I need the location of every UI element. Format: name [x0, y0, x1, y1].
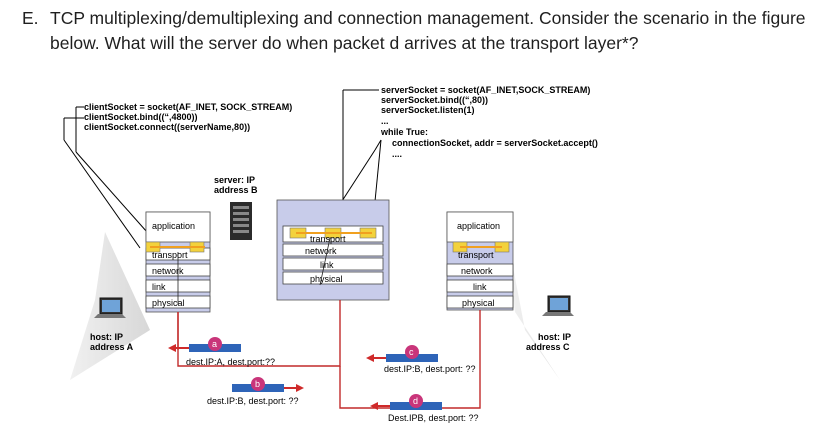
- host-c-layer-physical: physical: [462, 298, 495, 308]
- server-code-line-7: ....: [392, 149, 402, 159]
- host-c-laptop-icon: [542, 295, 574, 316]
- server-layer-link: link: [320, 260, 334, 270]
- server-code-line-3: serverSocket.listen(1): [381, 105, 475, 115]
- packet-b-label: dest.IP:B, dest.port: ??: [207, 396, 299, 406]
- server-label-line-2: address B: [214, 185, 258, 195]
- server-layer-network: network: [305, 246, 337, 256]
- host-c-label-line-1: host: IP: [538, 332, 571, 342]
- question-marker: E.: [22, 8, 39, 28]
- server-icon: [230, 202, 252, 240]
- host-a-layer-link: link: [152, 282, 166, 292]
- host-c-layer-link: link: [473, 282, 487, 292]
- packet-d: [370, 394, 442, 410]
- packet-a: [168, 337, 241, 352]
- server-code-line-4: ...: [381, 116, 389, 126]
- packet-b: [232, 377, 304, 392]
- question-text: TCP multiplexing/demultiplexing and conn…: [50, 8, 806, 53]
- packet-c-id: c: [409, 347, 414, 357]
- server-code-line-1: serverSocket = socket(AF_INET,SOCK_STREA…: [381, 85, 590, 95]
- host-a-layer-application: application: [152, 221, 195, 231]
- host-a-layer-network: network: [152, 266, 184, 276]
- host-a-layer-physical: physical: [152, 298, 185, 308]
- server-layer-physical: physical: [310, 274, 343, 284]
- host-a-laptop-icon: [94, 297, 126, 318]
- host-c-stack: [446, 211, 514, 311]
- packet-b-id: b: [255, 379, 260, 389]
- client-code-line-2: clientSocket.bind((“,4800)): [84, 112, 198, 122]
- client-code-line-3: clientSocket.connect((serverName,80)): [84, 122, 250, 132]
- packet-a-id: a: [212, 339, 217, 349]
- server-layer-transport: transport: [310, 234, 346, 244]
- server-code-line-6: connectionSocket, addr = serverSocket.ac…: [392, 138, 598, 148]
- host-c-plane: [505, 225, 560, 380]
- host-a-label-line-1: host: IP: [90, 332, 123, 342]
- server-code-line-5: while True:: [380, 127, 428, 137]
- host-a-layer-transport: transport: [152, 250, 188, 260]
- client-code-bracket: [63, 106, 148, 249]
- packet-d-label: Dest.IPB, dest.port: ??: [388, 413, 479, 423]
- server-code-line-2: serverSocket.bind((“,80)): [381, 95, 488, 105]
- host-c-layer-network: network: [461, 266, 493, 276]
- server-stack: [276, 199, 390, 301]
- packet-a-label: dest.IP:A, dest.port:??: [186, 357, 275, 367]
- host-c-layer-application: application: [457, 221, 500, 231]
- server-stack-path: [319, 237, 331, 286]
- packet-c-label: dest.IP:B, dest.port: ??: [384, 364, 476, 374]
- packet-c: [366, 345, 438, 362]
- server-label-line-1: server: IP: [214, 175, 255, 185]
- host-a-label-line-2: address A: [90, 342, 134, 352]
- host-c-label-line-2: address C: [526, 342, 570, 352]
- packet-d-id: d: [413, 396, 418, 406]
- client-code-line-1: clientSocket = socket(AF_INET, SOCK_STRE…: [84, 102, 292, 112]
- host-c-layer-transport: transport: [458, 250, 494, 260]
